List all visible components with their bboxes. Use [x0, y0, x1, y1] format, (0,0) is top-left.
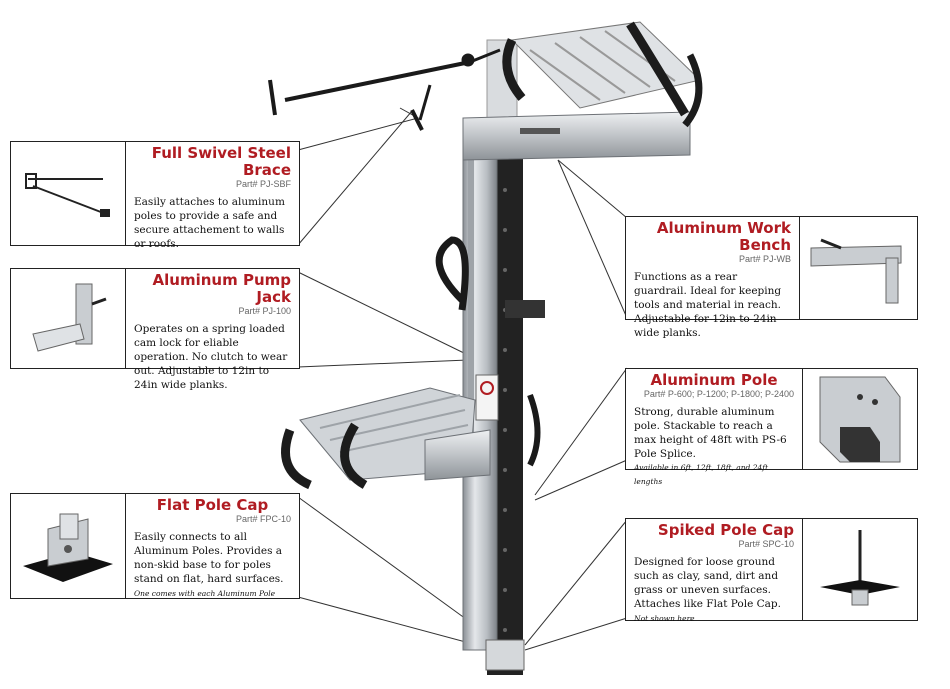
aluminum-pole-product-photo-icon: [819, 376, 901, 462]
work-bench-title: Aluminum Work Bench: [656, 219, 791, 254]
callout-pump-jack: Aluminum Pump Jack Part# PJ-100 Operates…: [10, 268, 300, 391]
pump-jack-thumbnail: [11, 269, 126, 368]
spiked-pole-cap-part-number: Part# SPC-10: [738, 539, 794, 549]
pump-jack-title: Aluminum Pump Jack: [152, 271, 291, 306]
spiked-pole-cap-desc-text: Designed for loose ground such as clay, …: [634, 556, 781, 610]
flat-pole-cap-part-number: Part# FPC-10: [235, 514, 291, 524]
aluminum-pole-description: Strong, durable aluminum pole. Stackable…: [634, 406, 787, 460]
callout-leader-lines: [297, 107, 628, 651]
flat-pole-cap-thumbnail: [11, 494, 126, 598]
work-bench-arm: [462, 111, 691, 161]
pump-jack-part-number: Part# PJ-100: [238, 306, 291, 316]
brace-thumbnail: [11, 142, 126, 245]
callout-steel-brace: Full Swivel Steel Brace Part# PJ-SBF Eas…: [10, 141, 300, 250]
spiked-pole-cap-description: Designed for loose ground such as clay, …: [634, 555, 794, 626]
pump-jack-description: Operates on a spring loaded cam lock for…: [134, 323, 288, 391]
brace-product-photo-icon: [25, 172, 110, 217]
flat-pole-cap-note: One comes with each Aluminum Pole: [134, 589, 276, 598]
aluminum-pole-thumbnail: [802, 369, 917, 469]
steel-brace: [268, 48, 501, 131]
aluminum-pole-title: Aluminum Pole: [650, 371, 778, 389]
brace-description: Easily attaches to aluminum poles to pro…: [134, 196, 285, 250]
callout-work-bench: Aluminum Work Bench Part# PJ-WB Function…: [625, 216, 918, 339]
callout-flat-pole-cap: Flat Pole Cap Part# FPC-10 Easily connec…: [10, 493, 300, 599]
aluminum-pole-note: Available in 6ft, 12ft, 18ft, and 24ft l…: [634, 463, 769, 486]
callout-spiked-pole-cap: Spiked Pole Cap Part# SPC-10 Designed fo…: [625, 518, 918, 623]
spiked-pole-cap-thumbnail: [802, 519, 917, 620]
pump-handle: [435, 236, 469, 311]
work-bench-thumbnail: [799, 217, 917, 319]
work-bench-product-photo-icon: [810, 238, 902, 304]
callout-aluminum-pole: Aluminum Pole Part# P-600; P-1200; P-180…: [625, 368, 918, 486]
pump-jack-product-photo-icon: [32, 283, 107, 352]
work-bench-description: Functions as a rear guardrail. Ideal for…: [634, 271, 782, 339]
spiked-pole-cap-note: Not shown here: [634, 614, 695, 623]
aluminum-pole-part-number: Part# P-600; P-1200; P-1800; P-2400: [643, 389, 794, 399]
flat-pole-cap-title: Flat Pole Cap: [156, 496, 269, 514]
pole-base: [485, 639, 525, 671]
brace-title: Full Swivel Steel Brace: [151, 144, 291, 179]
spiked-pole-cap-product-photo-icon: [820, 529, 900, 605]
flat-pole-cap-product-photo-icon: [23, 513, 113, 582]
flat-pole-cap-desc-text: Easily connects to all Aluminum Poles. P…: [134, 531, 284, 585]
brace-part-number: Part# PJ-SBF: [235, 179, 291, 189]
flat-pole-cap-description: Easily connects to all Aluminum Poles. P…: [134, 530, 291, 601]
work-bench-part-number: Part# PJ-WB: [738, 254, 791, 264]
spiked-pole-cap-title: Spiked Pole Cap: [657, 521, 794, 539]
